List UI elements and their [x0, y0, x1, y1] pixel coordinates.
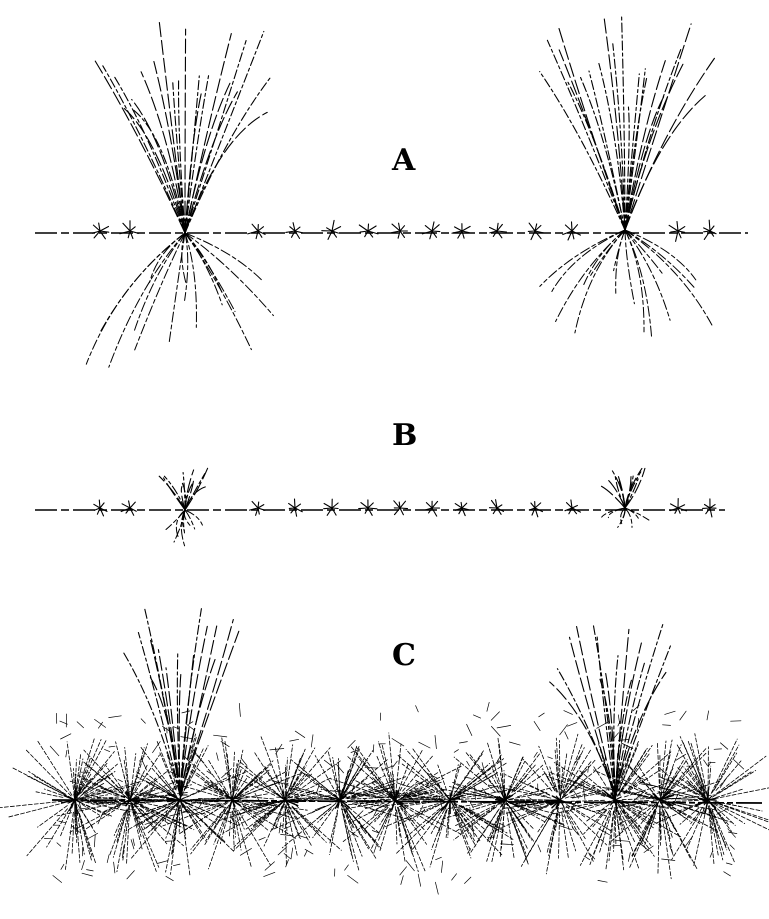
panel-a-node — [528, 223, 543, 240]
panel-b-node — [670, 499, 686, 514]
panel-a-node — [422, 222, 439, 239]
panel-a-node — [359, 224, 378, 237]
panel-a-node — [248, 224, 265, 238]
panel-b-node — [426, 501, 440, 516]
panel-b-node — [289, 499, 303, 516]
panel-b-right-seedling — [599, 468, 649, 527]
panel-b-label: B — [392, 418, 417, 453]
panel-b-node — [324, 499, 338, 515]
panel-b-node — [359, 500, 377, 515]
panel-a-node — [563, 222, 581, 240]
panel-a-node — [704, 220, 717, 239]
panel-b-node — [455, 502, 468, 515]
panel-a-node — [120, 221, 138, 239]
panel-b-node — [490, 500, 504, 515]
panel-c-dense-mat — [0, 702, 769, 894]
panel-a-node — [93, 223, 109, 239]
panel-a-node — [286, 223, 303, 239]
panel-a-node — [490, 223, 507, 238]
panel-b-node — [394, 501, 408, 515]
panel-a-left-tuft — [86, 19, 273, 367]
panel-c: C — [0, 609, 769, 895]
panel-a-node — [669, 222, 685, 242]
panel-a-node — [322, 220, 341, 239]
panel-b-node — [703, 499, 716, 517]
panel-b-node — [565, 500, 581, 514]
panel-a-label: A — [391, 143, 416, 178]
panel-a-node — [392, 223, 408, 238]
panel-b-left-seedling — [159, 468, 207, 546]
panel-c-label: C — [392, 638, 416, 673]
panel-a-node — [452, 224, 470, 239]
panel-a: A — [35, 16, 748, 367]
panel-a-right-tuft — [540, 16, 716, 336]
panel-b-node — [94, 500, 107, 516]
panel-b-node — [250, 502, 265, 516]
panel-b: B — [35, 418, 725, 546]
panel-b-node — [121, 501, 136, 515]
